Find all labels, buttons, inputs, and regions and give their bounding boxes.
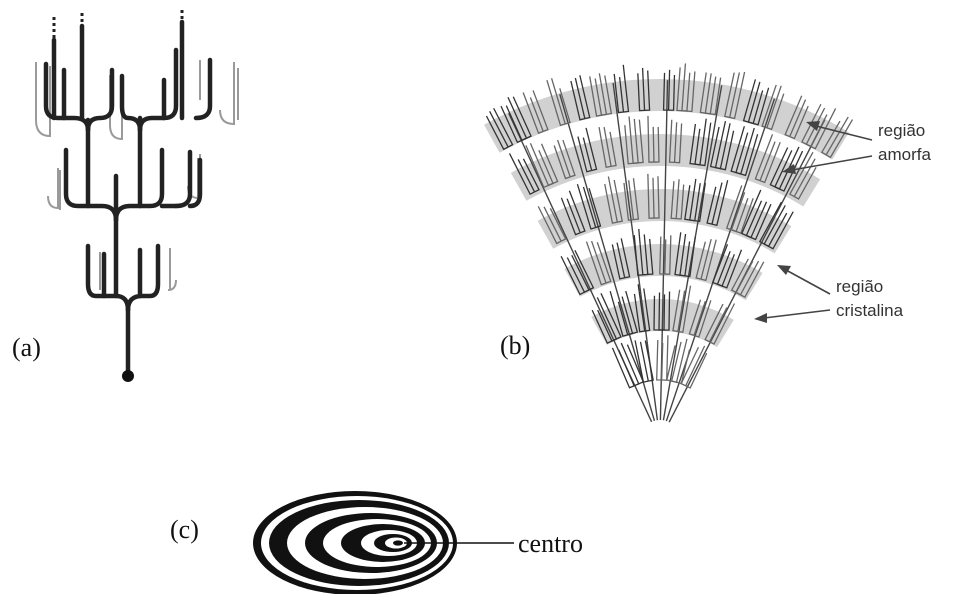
panel-c-label: (c) (170, 515, 199, 544)
crystalline-region-label-line-2: cristalina (836, 301, 904, 320)
arrow-to-crystalline-1 (777, 265, 830, 294)
amorphous-region-label-line-1: região (878, 121, 925, 140)
panel-a-nucleus-dot (122, 370, 134, 382)
amorphous-region-label-line-2: amorfa (878, 145, 931, 164)
arrow-to-crystalline-2 (754, 310, 830, 323)
lamella-bundle (667, 339, 690, 384)
ring (393, 540, 403, 545)
panel-a-dark-branches (46, 22, 210, 375)
panel-b-spherulite-wedge: região amorfa região cristalina (b) (484, 63, 931, 422)
panel-a-label: (a) (12, 333, 41, 362)
panel-a-dotted-tips (53, 10, 184, 38)
center-label: centro (518, 529, 583, 558)
crystalline-region-label-line-1: região (836, 277, 883, 296)
panel-b-label: (b) (500, 331, 530, 360)
panel-a-branched-cluster: (a) (12, 10, 238, 382)
panel-c-concentric-rings: centro (c) (170, 491, 583, 594)
